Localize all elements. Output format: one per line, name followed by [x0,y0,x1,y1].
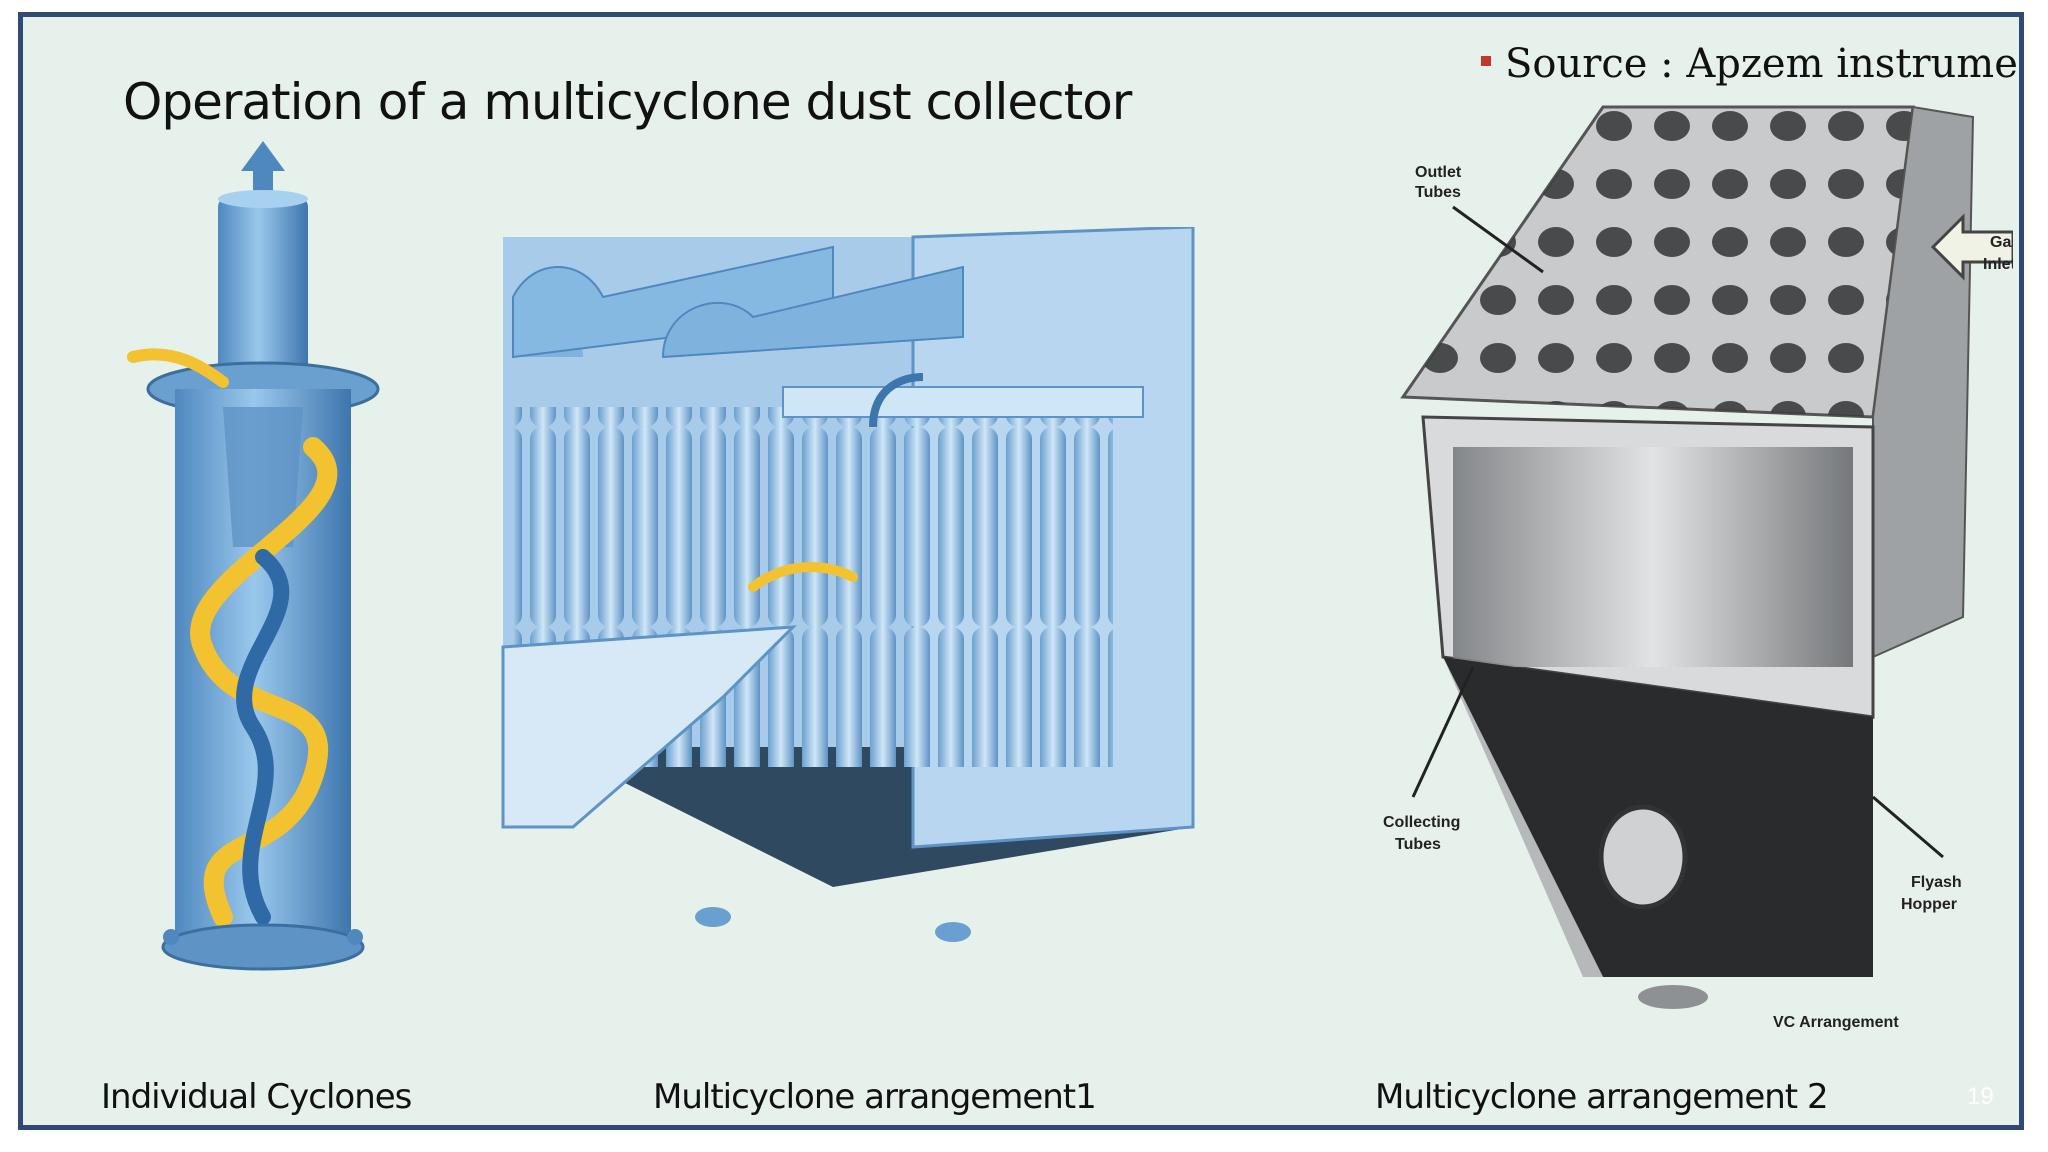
bottom-flange [161,923,365,971]
swirl-vane [223,407,303,547]
inlet-duct-2 [661,265,964,359]
outlet-tubes-leader [1452,205,1544,274]
label-gas-inlet-2: Inlet [1983,256,2013,273]
inlet-duct-1 [512,245,834,359]
flyash-hopper-leader [1872,795,1944,859]
front-wall-cutaway [501,625,797,829]
caption-arrangement1: Multicyclone arrangement1 [653,1077,1097,1117]
label-outlet-tubes-1: Outlet [1415,164,1462,181]
outlet-arrow [241,141,285,193]
blue-swirl [236,549,290,925]
collecting-tubes [1453,447,1853,667]
blue-flow-arrow [869,373,924,428]
page-number: 19 [1967,1083,1994,1110]
label-gas-inlet-1: Gas [1990,234,2013,251]
individual-cyclone-figure [127,141,380,971]
source-text: Source : Apzem instrument [1505,41,2024,87]
label-outlet-tubes-2: Tubes [1415,184,1461,201]
gas-inlet-arrow [1930,213,2013,281]
yellow-flow-arrow [748,562,858,592]
label-collecting-tubes-1: Collecting [1383,814,1460,831]
multicyclone-arrangement2-figure: Outlet Tubes Gas Inlet Collecting Tubes … [1383,105,2013,1031]
outlet-pipe [218,197,308,397]
label-flyash-hopper-2: Hopper [1901,896,1957,913]
label-flyash-hopper-1: Flyash [1911,874,1962,891]
bullet-icon [1481,56,1491,66]
label-collecting-tubes-2: Tubes [1395,836,1441,853]
slide-title: Operation of a multicyclone dust collect… [123,73,1132,131]
caption-arrangement2: Multicyclone arrangement 2 [1375,1077,1829,1117]
multicyclone-arrangement1-figure [501,227,1195,942]
access-door [1598,804,1688,910]
slide: Operation of a multicyclone dust collect… [18,12,2024,1130]
collecting-tubes-leader [1411,666,1475,798]
label-vc-arrangement: VC Arrangement [1773,1014,1899,1031]
caption-individual-cyclones: Individual Cyclones [101,1077,412,1117]
source-note: Source : Apzem instrument [1481,41,2024,87]
